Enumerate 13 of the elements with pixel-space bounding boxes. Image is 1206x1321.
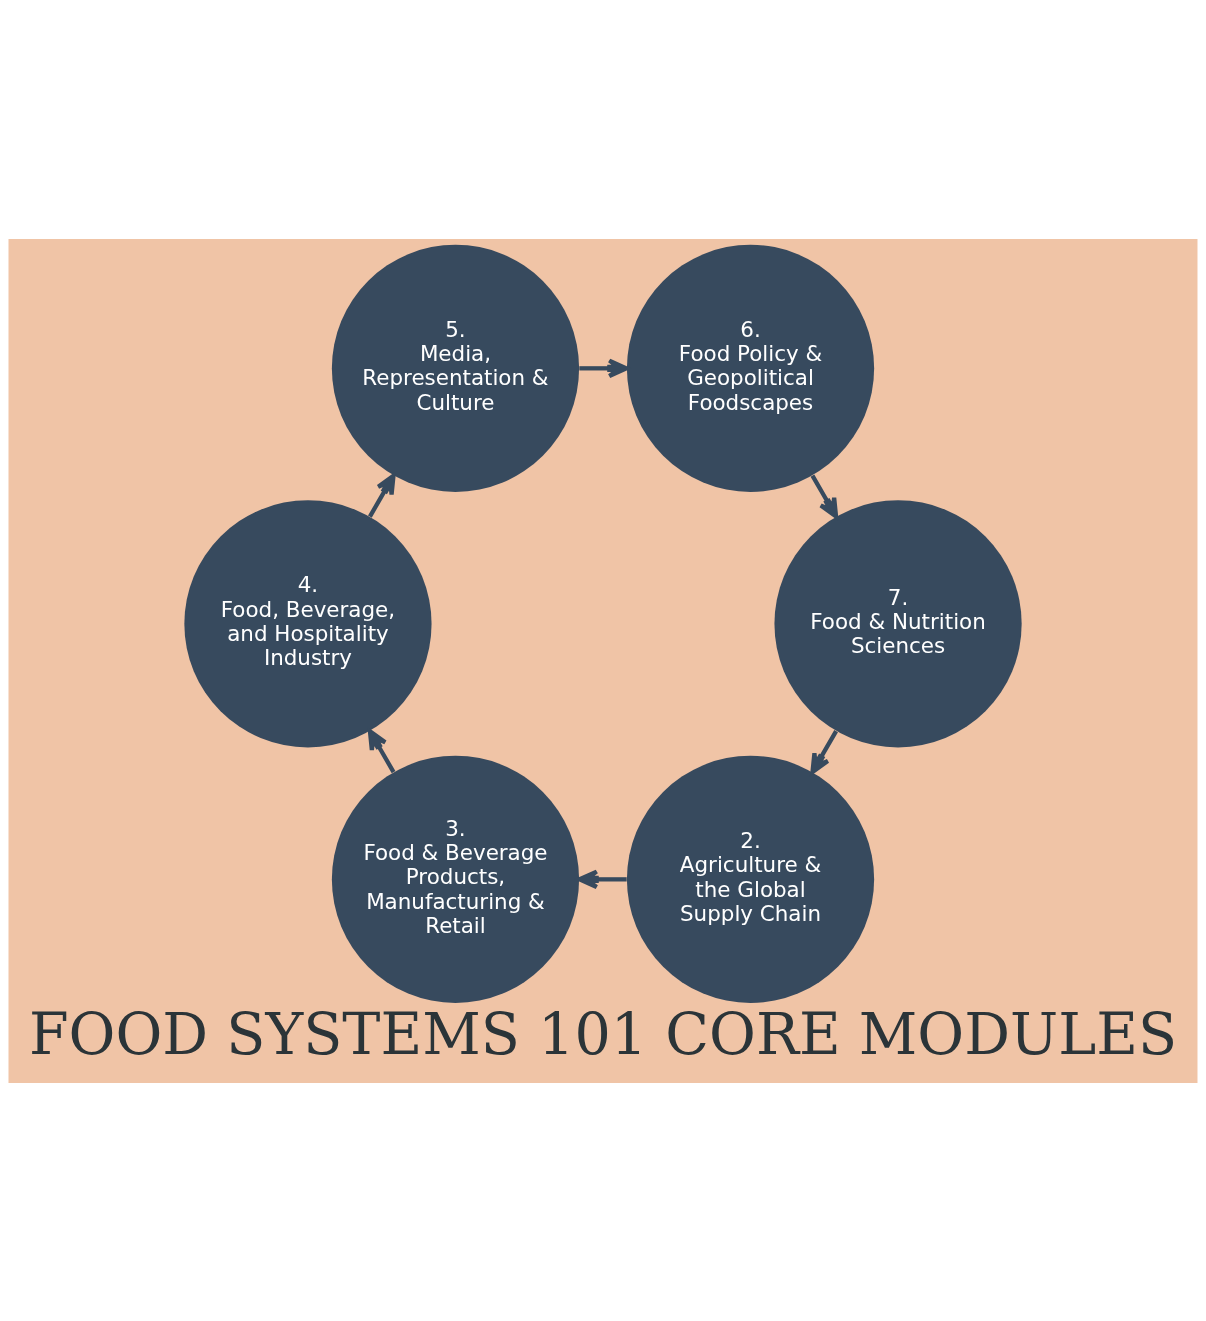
arrow — [579, 357, 629, 378]
arrow — [367, 728, 396, 773]
node-circle: 5. Media, Representation & Culture — [331, 244, 580, 492]
arrow — [810, 729, 838, 774]
arrow — [810, 474, 839, 519]
arrow — [368, 473, 396, 518]
diagram-title: FOOD SYSTEMS 101 CORE MODULES — [28, 1000, 1178, 1067]
node-circle: 3. Food & Beverage Products, Manufacturing & Retail — [331, 755, 580, 1003]
node-circle: 6. Food Policy & Geopolitical Foodscapes — [626, 244, 875, 492]
node-circle: 7. Food & Nutrition Sciences — [774, 499, 1022, 747]
node-circle: 2. Agriculture & the Global Supply Chain — [626, 755, 875, 1003]
arrow — [577, 869, 627, 889]
node-circle: 4. Food, Beverage, and Hospitality Industry — [184, 499, 432, 747]
